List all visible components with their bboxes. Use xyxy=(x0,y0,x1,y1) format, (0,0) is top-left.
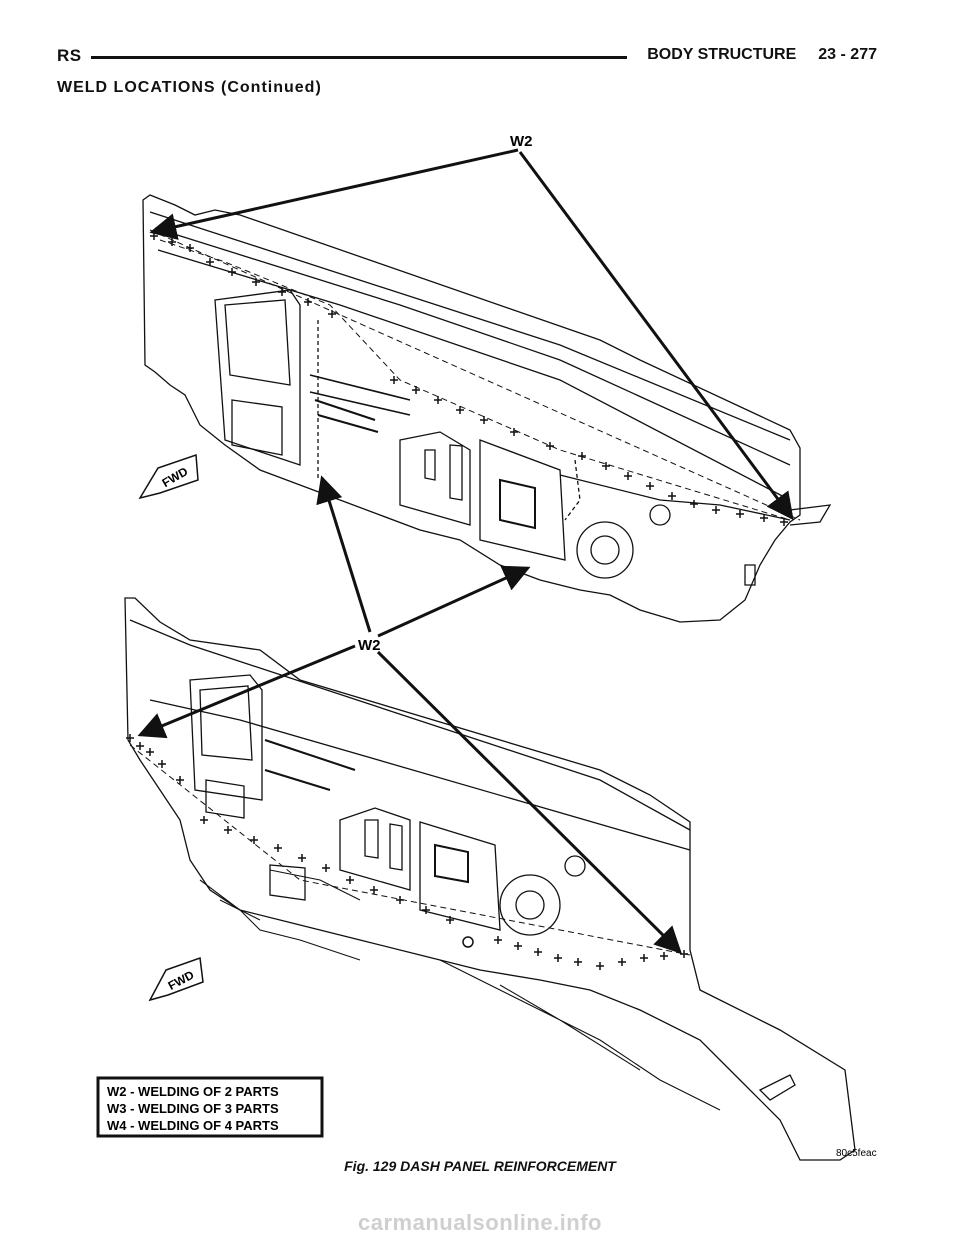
upper-dash-panel xyxy=(142,194,832,623)
upper-fwd-arrow: FWD xyxy=(138,453,199,500)
lower-callout-w2: W2 xyxy=(137,475,682,954)
watermark: carmanualsonline.info xyxy=(358,1210,602,1235)
section-title: WELD LOCATIONS (Continued) xyxy=(57,79,322,96)
lower-weld-marks xyxy=(126,734,688,970)
callout-w2-upper: W2 xyxy=(510,133,533,150)
figure-image-code: 80c5feac xyxy=(836,1148,877,1159)
weld-legend: W2 - WELDING OF 2 PARTS W3 - WELDING OF … xyxy=(96,1076,324,1138)
legend-line-w4: W4 - WELDING OF 4 PARTS xyxy=(107,1118,279,1133)
header-right: BODY STRUCTURE 23 - 277 xyxy=(647,46,877,64)
header-rule xyxy=(91,56,627,59)
header-section-title: BODY STRUCTURE xyxy=(647,46,797,63)
lower-dash-panel xyxy=(124,597,856,1161)
callout-w2-lower: W2 xyxy=(358,637,381,654)
legend-line-w3: W3 - WELDING OF 3 PARTS xyxy=(107,1101,279,1116)
upper-callout-w2: W2 xyxy=(149,133,794,521)
header-page-number: 23 - 277 xyxy=(818,46,877,63)
header-model-code: RS xyxy=(57,46,82,65)
legend-line-w2: W2 - WELDING OF 2 PARTS xyxy=(107,1084,279,1099)
figure-caption: Fig. 129 DASH PANEL REINFORCEMENT xyxy=(344,1158,616,1174)
page-header: RS BODY STRUCTURE 23 - 277 xyxy=(57,46,877,70)
lower-fwd-arrow: FWD xyxy=(148,956,204,1002)
